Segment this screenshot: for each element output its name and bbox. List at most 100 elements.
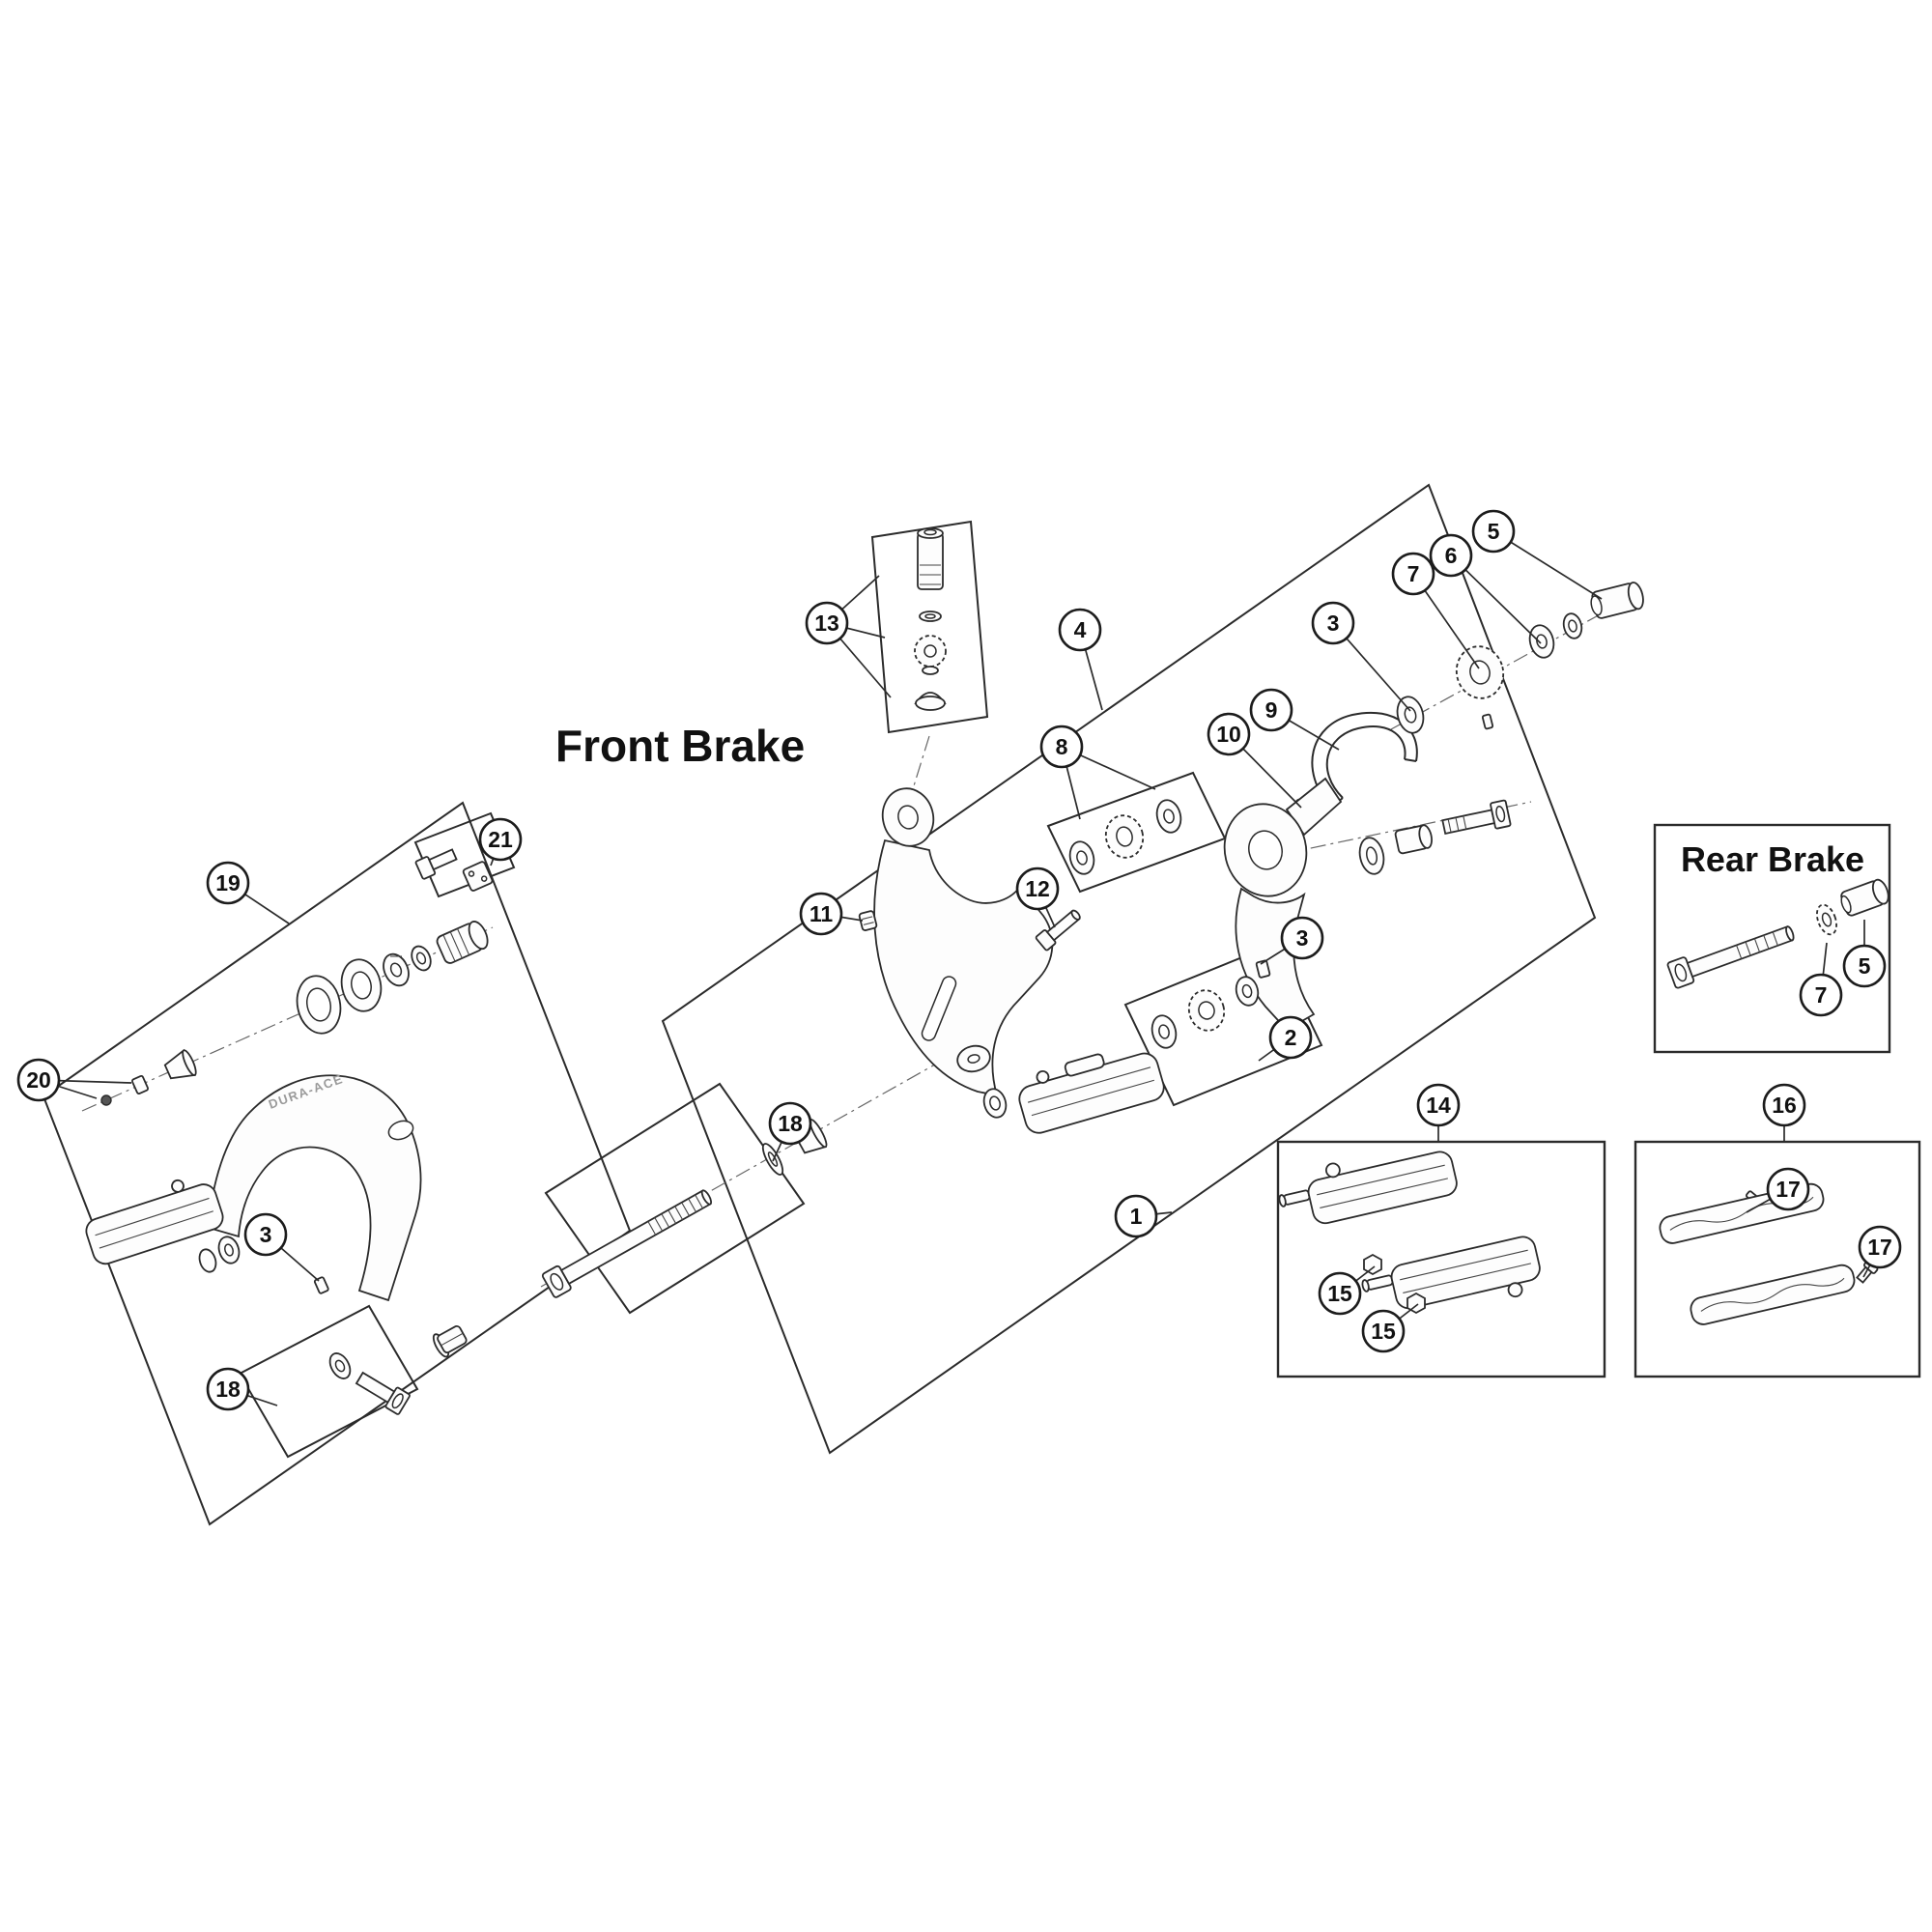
callout-2: 2	[1258, 1015, 1313, 1062]
svg-text:1: 1	[1130, 1204, 1143, 1229]
callout-14: 14	[1416, 1083, 1461, 1141]
bolt-group-outline-18-left	[238, 1304, 419, 1459]
bolt-group-outline-18-center	[544, 1082, 806, 1315]
left-caliper-group-outline	[42, 801, 632, 1526]
svg-text:16: 16	[1772, 1093, 1797, 1118]
cable-clamp-plate-21	[462, 861, 494, 892]
pad-insert-b	[1690, 1264, 1856, 1325]
axle-washer-left	[328, 1352, 352, 1379]
callout-9: 9	[1249, 688, 1340, 751]
pivot-bolt-13	[917, 527, 944, 590]
callout-3: 3	[1311, 601, 1411, 712]
svg-text:14: 14	[1426, 1093, 1451, 1118]
adjusting-knob-13	[914, 635, 947, 675]
small-bolt-12	[1035, 909, 1081, 952]
svg-text:10: 10	[1216, 722, 1241, 747]
svg-text:4: 4	[1074, 617, 1087, 642]
washer-right-arm	[1358, 837, 1385, 875]
callout-5: 5	[1471, 509, 1603, 600]
svg-text:5: 5	[1488, 519, 1500, 544]
brake-shoe-set-b	[1361, 1236, 1541, 1310]
svg-text:5: 5	[1859, 953, 1871, 979]
bearing-ring-small	[340, 958, 383, 1012]
washer-group-2	[1151, 976, 1260, 1049]
callout-11: 11	[799, 892, 864, 936]
serrated-washer-7-top	[1455, 645, 1505, 730]
cable-clamp-group-outline-21	[413, 811, 516, 898]
callout-17: 17	[1858, 1225, 1902, 1278]
callout-17: 17	[1746, 1167, 1810, 1213]
spring-pin-20	[131, 1074, 149, 1095]
rear-serrated-washer-7	[1816, 903, 1837, 936]
barrel-nut-5-top	[1590, 582, 1644, 619]
svg-text:20: 20	[26, 1067, 51, 1093]
shoe-set-box-14	[1276, 1140, 1606, 1378]
bearing-ring-large	[296, 975, 342, 1035]
callout-7: 7	[1799, 942, 1843, 1017]
cable-adjuster-barrel-19	[436, 921, 489, 964]
caliper-arm-left: DURA-ACE	[208, 1071, 422, 1302]
pivot-washer-13	[919, 611, 942, 622]
callout-1: 1	[1114, 1194, 1173, 1238]
svg-text:18: 18	[778, 1111, 803, 1136]
brake-shoe-center	[1018, 1052, 1165, 1134]
svg-text:13: 13	[814, 611, 839, 636]
cam-washer-left	[383, 952, 410, 987]
mounting-bolt-right	[1441, 799, 1512, 835]
flanged-nut-left	[432, 1325, 468, 1358]
domed-seat-13	[914, 692, 947, 711]
svg-text:17: 17	[1776, 1177, 1801, 1202]
washer-3-top	[1396, 696, 1425, 734]
callout-18: 18	[768, 1101, 812, 1162]
callout-4: 4	[1058, 608, 1103, 711]
set-screw-11	[858, 910, 878, 931]
svg-text:21: 21	[488, 827, 513, 852]
mounting-bolt-18-left	[355, 1371, 411, 1415]
callout-5: 5	[1842, 920, 1887, 988]
callout-8: 8	[1039, 724, 1156, 820]
steel-ball-20	[100, 1094, 112, 1106]
svg-text:7: 7	[1407, 561, 1420, 586]
svg-text:15: 15	[1371, 1319, 1396, 1344]
callout-7: 7	[1391, 552, 1480, 669]
rear-brake-box	[1653, 823, 1891, 1054]
pivot-nut-group-outline-13	[870, 520, 989, 734]
front-brake-main-outline	[661, 483, 1597, 1455]
callout-3: 3	[1260, 916, 1324, 965]
svg-text:8: 8	[1056, 734, 1068, 759]
bushing-right-arm	[1394, 824, 1433, 855]
svg-text:17: 17	[1867, 1235, 1892, 1260]
washer-group-8	[1068, 799, 1182, 875]
callout-19: 19	[206, 861, 290, 924]
svg-text:19: 19	[215, 870, 241, 895]
callout-21: 21	[478, 817, 523, 867]
svg-text:12: 12	[1025, 876, 1050, 901]
mounting-bolt-18-center	[541, 1189, 713, 1298]
callout-12: 12	[1015, 867, 1060, 928]
callout-3: 3	[243, 1212, 320, 1282]
callout-20: 20	[16, 1058, 132, 1102]
brake-shoe-set-a	[1278, 1151, 1458, 1225]
svg-text:3: 3	[1296, 925, 1309, 951]
callout-13: 13	[805, 575, 892, 698]
pad-insert-box-16	[1634, 1140, 1921, 1378]
front-brake-label: Front Brake	[555, 721, 805, 771]
svg-text:3: 3	[260, 1222, 272, 1247]
svg-text:9: 9	[1265, 697, 1278, 723]
rear-brake-label: Rear Brake	[1681, 839, 1864, 879]
svg-text:3: 3	[1327, 611, 1340, 636]
callout-15: 15	[1318, 1265, 1376, 1316]
svg-text:6: 6	[1445, 543, 1458, 568]
rear-mounting-bolt	[1666, 925, 1795, 989]
brake-shoe-left	[85, 1179, 224, 1265]
svg-text:7: 7	[1815, 982, 1828, 1008]
set-pin-3-center	[1255, 959, 1271, 979]
cone-nut-left	[163, 1048, 197, 1080]
shoe-washers-left	[198, 1236, 241, 1273]
cable-clamp-bolt-21	[414, 848, 458, 880]
dome-washer-center	[982, 1088, 1008, 1119]
callout-16: 16	[1762, 1083, 1806, 1141]
washer-6	[1528, 612, 1583, 659]
svg-text:15: 15	[1327, 1281, 1352, 1306]
